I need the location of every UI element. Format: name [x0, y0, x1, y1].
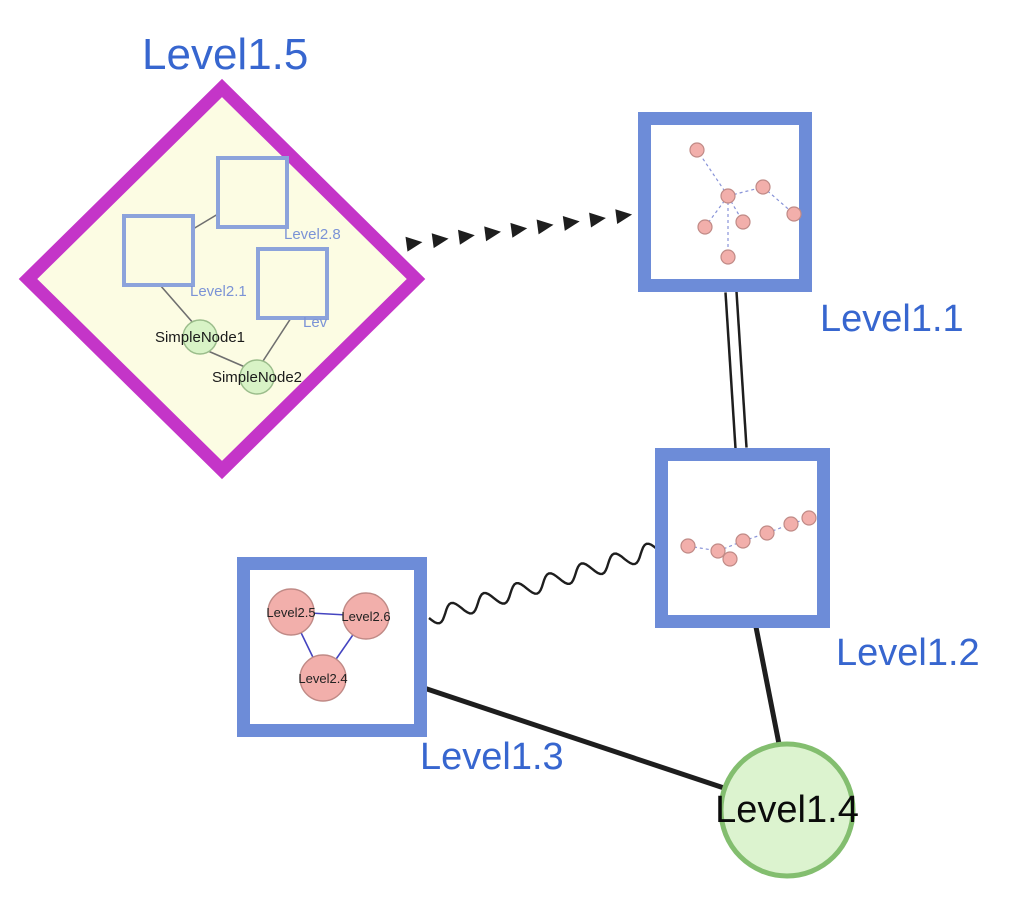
edge-level1_5-level1_1-dash[interactable]	[405, 236, 423, 252]
node-label-level1-1[interactable]: Level1.1	[820, 298, 964, 340]
edge-level1_5-level1_1-dash[interactable]	[536, 219, 554, 235]
node-label-level2_1: Level2.1	[190, 283, 247, 300]
node-level2_4[interactable]	[299, 654, 347, 702]
mini-node[interactable]	[722, 551, 738, 567]
mini-node[interactable]	[689, 142, 705, 158]
edge-level1_5-level1_1-dash[interactable]	[458, 229, 475, 245]
node-simple_node_2[interactable]	[239, 359, 275, 395]
mini-node[interactable]	[759, 525, 775, 541]
mini-edge[interactable]	[717, 540, 744, 552]
edge-level1_5-level1_1-dash[interactable]	[562, 216, 580, 231]
mini-node[interactable]	[735, 533, 751, 549]
mini-node[interactable]	[786, 206, 802, 222]
edge-level1_5-level1_1-dash[interactable]	[510, 222, 528, 238]
mini-node[interactable]	[783, 516, 799, 532]
node-label-level1-5[interactable]: Level1.5	[142, 30, 309, 79]
edge-level1_5-level1_1-dash[interactable]	[615, 209, 633, 224]
node-label-level2_4: Level2.4	[298, 671, 347, 686]
edge-level1_5-level1_1-dash[interactable]	[484, 226, 501, 242]
node-level1-3[interactable]	[237, 557, 427, 737]
mini-node[interactable]	[720, 249, 736, 265]
mini-node[interactable]	[680, 538, 696, 554]
inner-edge[interactable]	[207, 350, 246, 368]
node-level2_1[interactable]	[122, 214, 195, 287]
edge-level1_2-level1_4[interactable]	[753, 624, 783, 752]
node-level2_6[interactable]	[342, 592, 390, 640]
inner-edge[interactable]	[192, 213, 219, 230]
node-level1-4[interactable]	[718, 741, 856, 879]
edge-level1_3-level1_4[interactable]	[421, 685, 736, 794]
edge-level1_3-level1_2[interactable]	[428, 542, 658, 625]
mini-node[interactable]	[755, 179, 771, 195]
node-label-simple_node_1: SimpleNode1	[155, 329, 245, 346]
node-label-simple_node_2: SimpleNode2	[212, 369, 302, 386]
node-label-level2_trunc: Lev	[303, 314, 328, 331]
node-label-level2_8: Level2.8	[284, 226, 341, 243]
mini-node[interactable]	[735, 214, 751, 230]
edge-level1_1-level1_2[interactable]	[724, 292, 737, 449]
node-label-level1-2[interactable]: Level1.2	[836, 632, 980, 674]
edge-level1_5-level1_1-dash[interactable]	[589, 212, 606, 228]
mini-node[interactable]	[710, 543, 726, 559]
node-simple_node_1[interactable]	[182, 319, 218, 355]
mini-node[interactable]	[697, 219, 713, 235]
inner-edge[interactable]	[262, 317, 292, 362]
mini-node[interactable]	[720, 188, 736, 204]
node-level1-5[interactable]	[18, 78, 426, 480]
node-level2_trunc[interactable]	[256, 247, 329, 320]
inner-edge[interactable]	[159, 284, 195, 325]
mini-node[interactable]	[801, 510, 817, 526]
node-label-level2_5: Level2.5	[266, 605, 315, 620]
edge-level1_5-level1_1-dash[interactable]	[431, 233, 449, 249]
mini-edge[interactable]	[742, 532, 768, 542]
node-label-level1-4[interactable]: Level1.4	[715, 789, 859, 831]
node-level2_5[interactable]	[267, 588, 315, 636]
edge-level1_1-level1_2[interactable]	[735, 291, 748, 448]
mini-edge[interactable]	[766, 523, 792, 534]
node-label-level2_6: Level2.6	[341, 609, 390, 624]
node-label-level1-3[interactable]: Level1.3	[420, 736, 564, 778]
node-level2_8[interactable]	[216, 156, 289, 229]
